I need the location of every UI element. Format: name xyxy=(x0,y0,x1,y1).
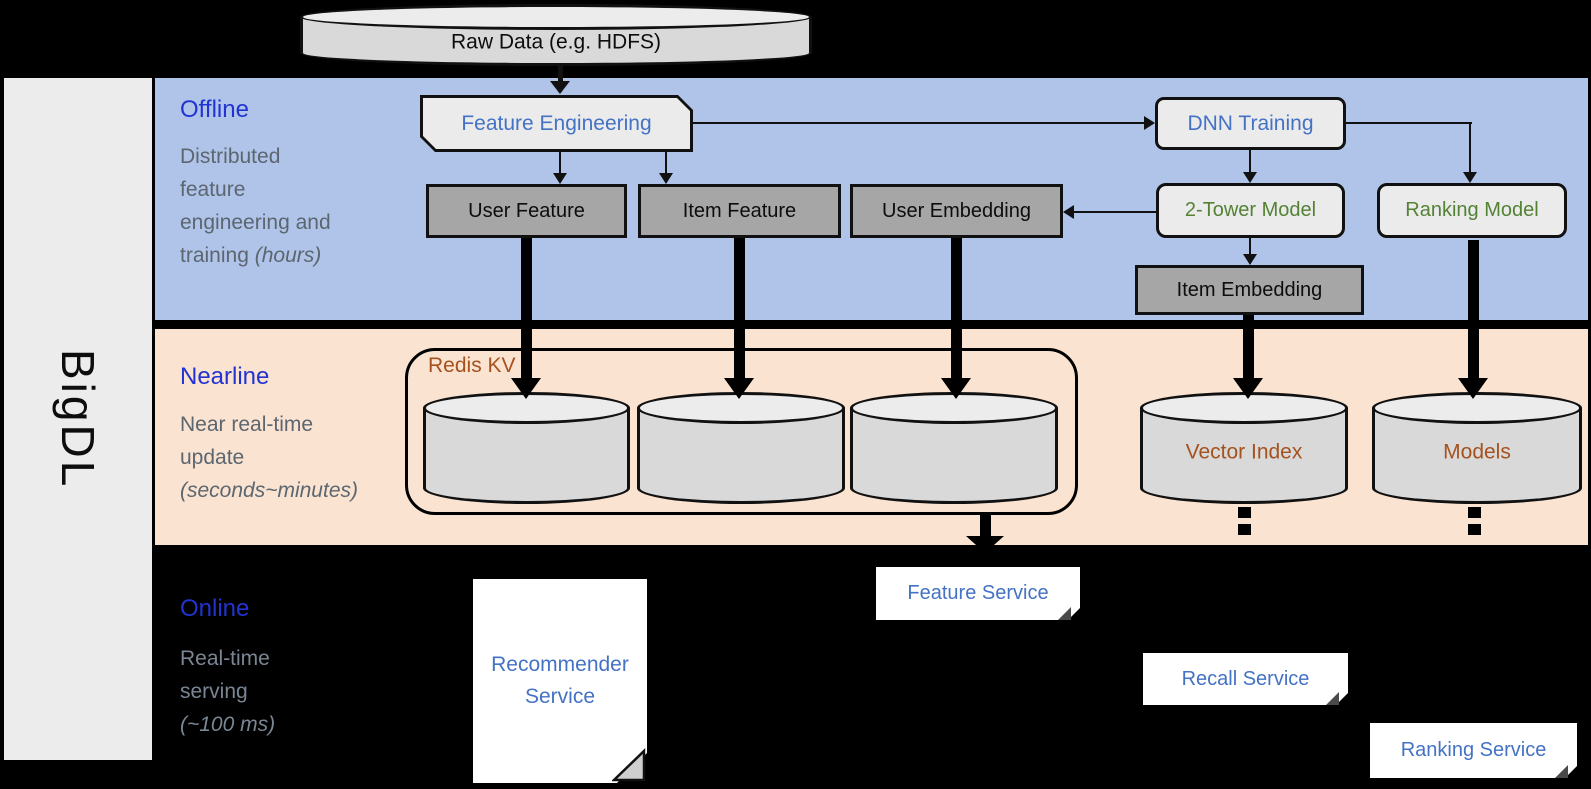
arrow-dnn-to-rankingmodel-vshaft xyxy=(1468,121,1472,173)
arrow-fe-to-itemfeature-head xyxy=(659,173,673,184)
arrow-rawdata-to-fe-head xyxy=(550,81,570,94)
offline-subtitle-plain: training xyxy=(180,244,255,267)
arrow-twotower-to-itemembedding-head xyxy=(1243,254,1257,265)
online-subtitle-line2: serving xyxy=(180,680,248,703)
redis-cylinder-2-body xyxy=(637,408,845,504)
arrow-itemfeature-to-redis-head xyxy=(724,378,754,399)
arrow-itemembedding-to-vectorindex-shaft xyxy=(1242,315,1254,379)
ranking-model-label: Ranking Model xyxy=(1405,199,1539,221)
two-tower-model-node: 2-Tower Model xyxy=(1156,183,1345,238)
offline-subtitle: Distributed feature engineering and trai… xyxy=(180,140,331,272)
offline-title: Offline xyxy=(180,96,249,123)
item-feature-label: Item Feature xyxy=(682,199,797,222)
arrow-rawdata-to-fe-shaft xyxy=(557,60,563,82)
raw-data-cylinder: Raw Data (e.g. HDFS) xyxy=(300,4,812,66)
ranking-model-node: Ranking Model xyxy=(1377,183,1567,238)
nearline-subtitle-line1: Near real-time xyxy=(180,413,314,436)
recommender-service-label: Recommender Service xyxy=(491,653,629,708)
feature-service-label: Feature Service xyxy=(907,582,1049,604)
dnn-training-label: DNN Training xyxy=(1187,111,1314,135)
nearline-subtitle-italic: (seconds~minutes) xyxy=(180,479,358,502)
arrow-rankingmodel-to-models-shaft xyxy=(1467,240,1479,379)
nearline-subtitle-line2: update xyxy=(180,446,245,469)
online-title: Online xyxy=(180,595,250,622)
arrow-itemembedding-to-vectorindex-head xyxy=(1233,378,1263,399)
user-embedding-label: User Embedding xyxy=(882,199,1031,222)
user-embedding-node: User Embedding xyxy=(850,184,1063,238)
arrow-fe-to-userfeature-shaft xyxy=(558,152,562,174)
offline-subtitle-line4: training (hours) xyxy=(180,239,331,272)
ranking-service-node: Ranking Service xyxy=(1370,723,1577,778)
feature-service-fold-icon xyxy=(1058,607,1071,620)
models-cylinder-body xyxy=(1372,408,1582,504)
recommender-service-fold-icon xyxy=(612,748,646,782)
models-dashed-connector-1 xyxy=(1467,507,1481,518)
two-tower-model-label: 2-Tower Model xyxy=(1184,199,1317,221)
ranking-service-fold-icon xyxy=(1555,765,1568,778)
vectorindex-dashed-connector-1 xyxy=(1237,507,1251,518)
arrow-userembedding-to-redis-shaft xyxy=(950,238,962,379)
feature-engineering-label: Feature Engineering xyxy=(423,98,690,149)
bigdl-label: BigDL xyxy=(52,348,104,490)
vector-index-cylinder-body xyxy=(1140,408,1348,504)
arrow-itemfeature-to-redis-shaft xyxy=(733,238,745,379)
user-feature-node: User Feature xyxy=(426,184,627,238)
redis-cylinder-3 xyxy=(850,392,1058,504)
nearline-subtitle: Near real-time update (seconds~minutes) xyxy=(180,408,358,507)
recall-service-node: Recall Service xyxy=(1143,653,1348,705)
arrow-fe-to-userfeature-head xyxy=(553,173,567,184)
bigdl-sidebar: BigDL xyxy=(4,78,152,760)
feature-engineering-node: Feature Engineering xyxy=(420,95,693,152)
arrow-rankingmodel-to-models-head xyxy=(1458,378,1488,399)
arrow-redis-to-featureservice-head xyxy=(966,536,1004,553)
vector-index-label: Vector Index xyxy=(1185,440,1303,464)
recall-service-label: Recall Service xyxy=(1181,667,1310,690)
online-subtitle-line1: Real-time xyxy=(180,647,270,670)
arrow-dnn-to-twotower-shaft xyxy=(1248,150,1252,173)
models-dashed-connector-2 xyxy=(1467,524,1481,535)
raw-data-label: Raw Data (e.g. HDFS) xyxy=(450,30,662,54)
arrow-dnn-to-rankingmodel-hshaft xyxy=(1346,121,1472,125)
arrow-redis-to-featureservice-shaft xyxy=(979,515,991,537)
arrow-userfeature-to-redis-shaft xyxy=(520,238,532,379)
redis-kv-label: Redis KV xyxy=(428,354,516,377)
models-label: Models xyxy=(1443,440,1511,464)
ranking-service-label: Ranking Service xyxy=(1400,739,1547,761)
arrow-userembedding-to-redis-head xyxy=(941,378,971,399)
dnn-training-node: DNN Training xyxy=(1155,97,1346,150)
vectorindex-dashed-connector-2 xyxy=(1237,524,1251,535)
item-embedding-label: Item Embedding xyxy=(1176,278,1323,301)
recommender-service-node: Recommender Service xyxy=(473,579,647,783)
online-subtitle-italic: (~100 ms) xyxy=(180,713,276,736)
redis-cylinder-1 xyxy=(423,392,630,504)
online-subtitle: Real-time serving (~100 ms) xyxy=(180,642,275,741)
redis-cylinder-2 xyxy=(637,392,845,504)
offline-subtitle-italic: (hours) xyxy=(254,244,322,267)
nearline-title: Nearline xyxy=(180,363,270,390)
arrow-dnn-to-twotower-head xyxy=(1243,172,1257,183)
offline-subtitle-line1: Distributed xyxy=(180,145,281,168)
redis-cylinder-3-body xyxy=(850,408,1058,504)
arrow-fe-to-itemfeature-shaft xyxy=(664,152,668,174)
vector-index-cylinder: Vector Index xyxy=(1140,392,1348,504)
item-embedding-node: Item Embedding xyxy=(1135,265,1364,315)
raw-data-cylinder-top xyxy=(300,4,812,30)
feature-service-node: Feature Service xyxy=(876,567,1080,620)
models-cylinder: Models xyxy=(1372,392,1582,504)
recall-service-fold-icon xyxy=(1326,692,1339,705)
arrow-twotower-to-userembedding-head xyxy=(1063,205,1074,219)
arrow-dnn-to-rankingmodel-head xyxy=(1463,172,1477,183)
arrow-fe-to-dnn-shaft xyxy=(693,121,1145,125)
item-feature-node: Item Feature xyxy=(638,184,841,238)
arrow-twotower-to-userembedding-shaft xyxy=(1074,210,1156,214)
user-feature-label: User Feature xyxy=(468,199,585,222)
arrow-userfeature-to-redis-head xyxy=(511,378,541,399)
redis-cylinder-1-body xyxy=(423,408,630,504)
arrow-twotower-to-itemembedding-shaft xyxy=(1248,238,1252,255)
offline-subtitle-line2: feature xyxy=(180,178,246,201)
offline-subtitle-line3: engineering and xyxy=(180,211,331,234)
arrow-fe-to-dnn-head xyxy=(1144,116,1155,130)
